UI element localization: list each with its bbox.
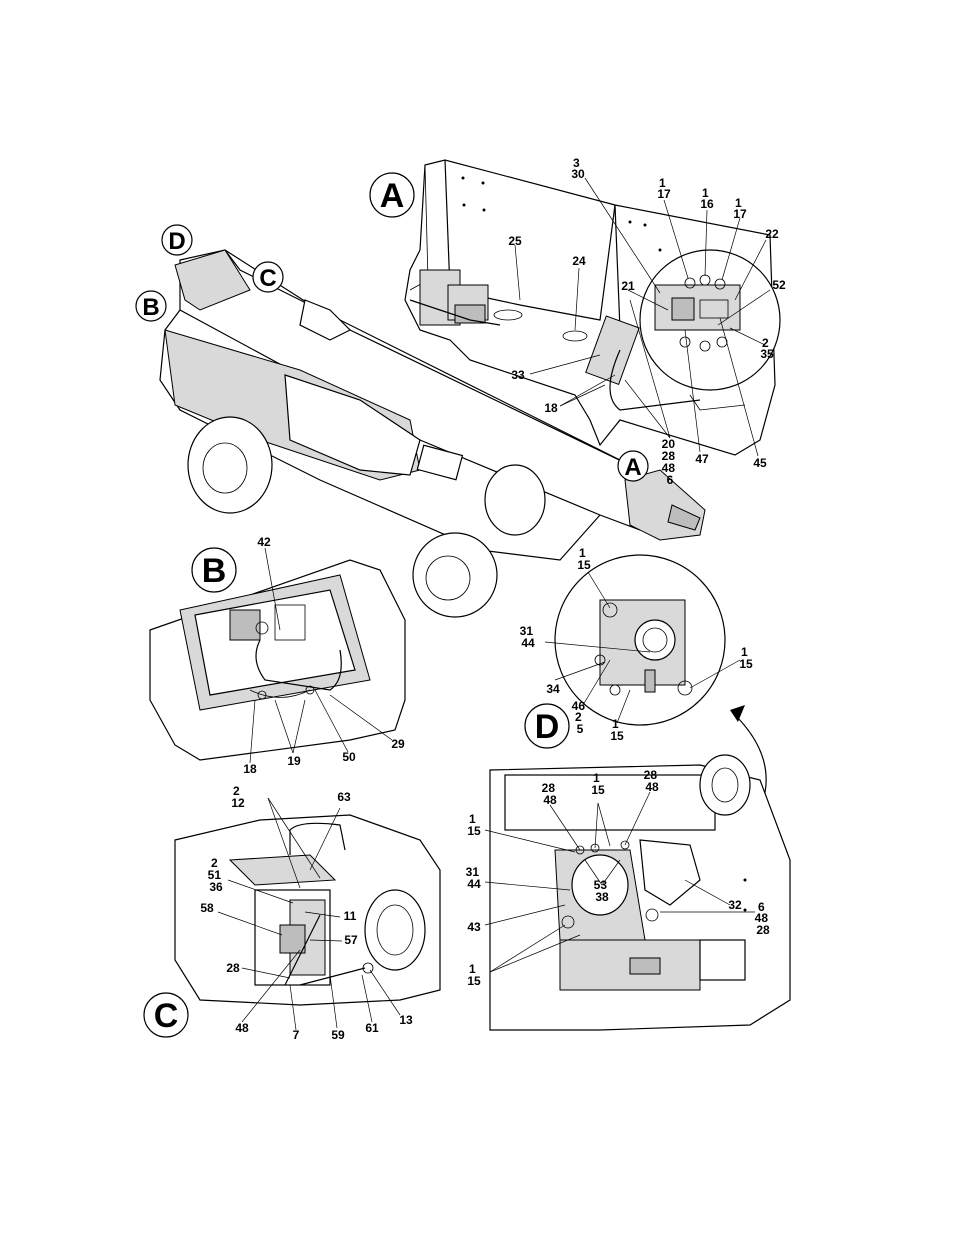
label-a-24: 24: [572, 254, 586, 268]
label-a-1-16: 1 16: [700, 186, 714, 211]
callout-c-boom: C: [252, 261, 284, 293]
label-d2-31-44: 31 44: [466, 865, 483, 891]
label-d2-6-48-28: 6 48 28: [755, 900, 772, 937]
label-b-19: 19: [287, 754, 301, 768]
label-c-48: 48: [235, 1021, 249, 1035]
svg-text:B: B: [202, 552, 227, 590]
label-b-42: 42: [257, 535, 271, 549]
label-a-3-30: 3 30: [571, 156, 585, 181]
label-b-18: 18: [243, 762, 257, 776]
label-d2-32: 32: [728, 898, 742, 912]
label-a-1-17a: 1 17: [657, 176, 671, 201]
label-c-7: 7: [293, 1028, 300, 1042]
label-a-2-35: 2 35: [760, 336, 774, 361]
label-d-31-44: 31 44: [520, 624, 537, 650]
callout-c-main: C: [143, 992, 189, 1038]
label-a-52: 52: [772, 278, 786, 292]
callout-a-main: A: [369, 172, 415, 218]
label-d-1-15c: 1 15: [610, 717, 624, 743]
label-c-2-51-36: 2 51 36: [208, 856, 225, 894]
callout-b-main: B: [191, 547, 237, 593]
label-c-58: 58: [200, 901, 214, 915]
svg-text:D: D: [168, 228, 185, 255]
label-c-28: 28: [226, 961, 240, 975]
label-b-29: 29: [391, 737, 405, 751]
d-view-arrowhead: [730, 705, 745, 722]
callout-d-main: D: [524, 703, 570, 749]
svg-text:D: D: [535, 708, 560, 746]
label-d2-1-15a: 1 15: [591, 771, 605, 797]
label-d-1-15b: 1 15: [739, 645, 753, 671]
label-a-25: 25: [508, 234, 522, 248]
label-c-2-12: 2 12: [231, 784, 245, 810]
detail-c-drawing: [174, 814, 441, 1006]
boom-machine-drawing: [159, 249, 706, 618]
detail-d-drawing: [554, 554, 726, 726]
label-a-22: 22: [765, 227, 779, 241]
label-d-1-15a: 1 15: [577, 546, 591, 572]
callout-a-boom: A: [617, 450, 649, 482]
label-c-13: 13: [399, 1013, 413, 1027]
callout-d-boom: D: [161, 224, 193, 256]
label-a-21: 21: [621, 279, 635, 293]
label-a-20-28-48-6: 20 28 48 6: [662, 437, 679, 487]
label-a-33: 33: [511, 368, 525, 382]
label-c-59: 59: [331, 1028, 345, 1042]
svg-text:B: B: [142, 294, 159, 321]
svg-text:A: A: [380, 177, 405, 215]
label-c-61: 61: [365, 1021, 379, 1035]
leader-lines: [217, 177, 771, 1031]
label-d2-1-15c: 1 15: [467, 962, 481, 988]
label-a-1-17b: 1 17: [733, 196, 747, 221]
label-d2-43: 43: [467, 920, 481, 934]
label-d-34: 34: [546, 682, 560, 696]
svg-text:C: C: [259, 265, 276, 292]
detail-d2-drawing: [489, 754, 791, 1031]
label-d2-53-38: 53 38: [594, 878, 611, 904]
label-b-50: 50: [342, 750, 356, 764]
label-a-18: 18: [544, 401, 558, 415]
label-c-63: 63: [337, 790, 351, 804]
label-a-47: 47: [695, 452, 709, 466]
label-c-57: 57: [344, 933, 358, 947]
label-d-46-2-5: 46 2 5: [572, 699, 589, 736]
svg-text:C: C: [154, 997, 179, 1035]
label-d2-28-48a: 28 48: [542, 781, 559, 807]
svg-text:A: A: [624, 454, 641, 481]
callout-b-boom: B: [135, 290, 167, 322]
detail-b-drawing: [149, 559, 406, 761]
label-d2-28-48b: 28 48: [644, 768, 661, 794]
label-d2-1-15b: 1 15: [467, 812, 481, 838]
label-c-11: 11: [344, 909, 357, 923]
detail-a-drawing: [404, 159, 781, 456]
label-a-45: 45: [753, 456, 767, 470]
